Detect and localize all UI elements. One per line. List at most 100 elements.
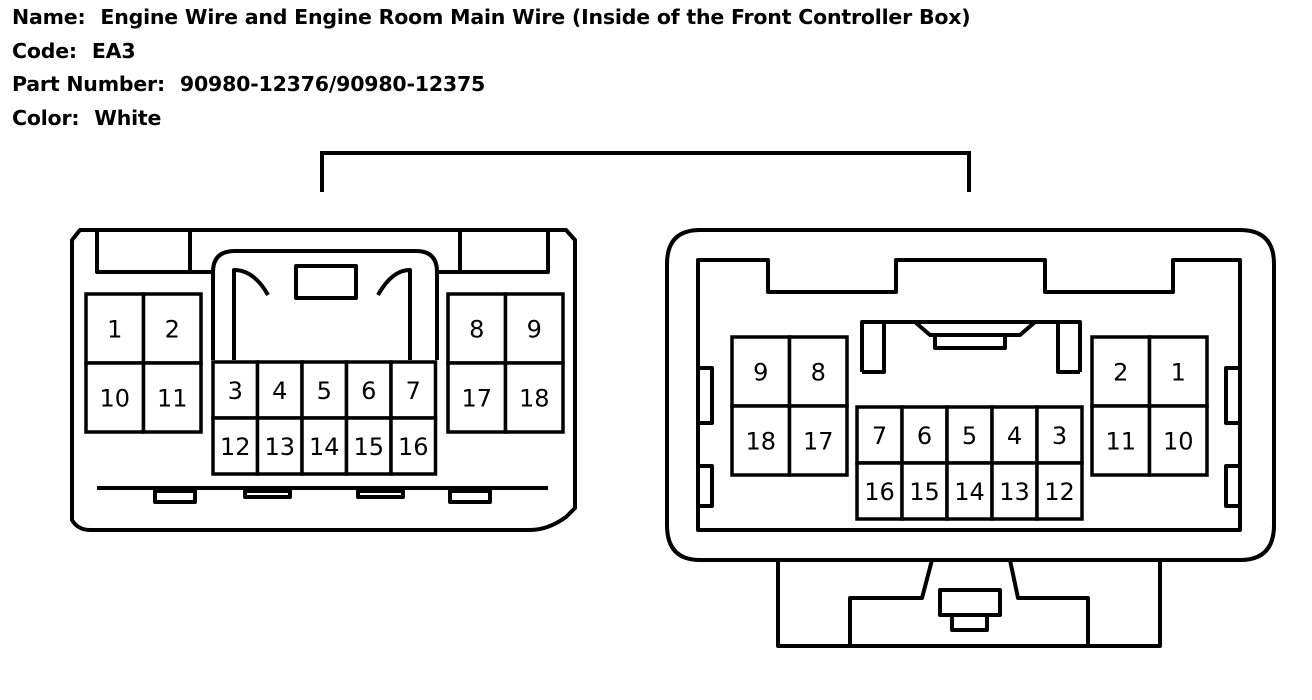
right-lock-right (1008, 559, 1090, 646)
right-pin-number: 17 (803, 428, 834, 456)
left-pin-number: 6 (361, 377, 376, 405)
right-pin-cavity (1035, 461, 1084, 521)
left-pin-number: 13 (264, 433, 295, 461)
left-pin-cavity (503, 361, 565, 434)
right-lock-left (848, 559, 934, 646)
left-pin-number: 8 (469, 316, 484, 344)
left-pin-number: 15 (353, 433, 384, 461)
left-pin-4: 3 (211, 360, 260, 420)
right-pin-cavity (787, 404, 849, 477)
left-pin-5: 4 (255, 360, 304, 420)
right-pin-number: 4 (1007, 422, 1022, 450)
right-pin-3: 17 (787, 404, 849, 477)
right-pin-cavity (1090, 404, 1152, 477)
right-pin-cavity (945, 405, 994, 465)
left-connector (70, 228, 577, 532)
right-connector-inner (696, 258, 1242, 532)
mating-bracket (320, 151, 971, 192)
right-side-clip-right-1 (1224, 366, 1242, 425)
right-pin-2: 18 (730, 404, 792, 477)
right-pin-10: 15 (900, 461, 949, 521)
right-pin-cavity (730, 404, 792, 477)
right-pin-4: 7 (855, 405, 904, 465)
right-key-left (862, 322, 886, 374)
left-pin-8: 7 (389, 360, 438, 420)
right-pin-cavity (855, 461, 904, 521)
left-pin-number: 16 (398, 433, 429, 461)
right-pin-number: 18 (745, 428, 776, 456)
right-side-clip-left-2 (696, 464, 714, 508)
right-pin-number: 5 (962, 422, 977, 450)
right-pin-1: 8 (787, 335, 849, 408)
left-pin-17: 18 (503, 361, 565, 434)
connector-info: Name: Engine Wire and Engine Room Main W… (12, 2, 971, 137)
left-pin-cavity (503, 292, 565, 365)
right-side-clip-left-1 (696, 366, 714, 425)
left-pin-cavity (389, 416, 438, 476)
right-pin-number: 7 (872, 422, 887, 450)
right-key-tab (933, 333, 1007, 350)
left-latch-frame (211, 249, 439, 360)
right-side-clip-right-2 (1224, 464, 1242, 508)
left-pin-number: 1 (107, 316, 122, 344)
right-pin-0: 9 (730, 335, 792, 408)
right-pin-cavity (1035, 405, 1084, 465)
part-number-label: Part Number: (12, 72, 165, 96)
left-pin-number: 5 (317, 377, 332, 405)
right-pin-number: 2 (1113, 359, 1128, 387)
right-pin-number: 13 (999, 478, 1030, 506)
color-value: White (94, 105, 162, 130)
left-pin-number: 7 (406, 377, 421, 405)
right-connector-housing (665, 228, 1276, 562)
color-label: Color: (12, 105, 80, 130)
left-pin-cavity (255, 360, 304, 420)
right-pin-6: 5 (945, 405, 994, 465)
left-pin-cavity (141, 292, 203, 365)
left-pin-number: 18 (519, 385, 550, 413)
left-connector-inner-left (95, 232, 213, 274)
part-number-row: Part Number: 90980-12376/90980-12375 (12, 69, 970, 103)
code-row: Code: EA3 (12, 36, 970, 70)
right-key-right (1056, 322, 1080, 374)
left-pin-15: 9 (503, 292, 565, 365)
right-pin-cavity (1147, 335, 1209, 408)
left-latch-inner-right (376, 268, 412, 360)
code-value: EA3 (91, 38, 136, 63)
right-pin-14: 2 (1090, 335, 1152, 408)
left-pin-0: 1 (84, 292, 146, 365)
name-label: Name: (12, 5, 86, 29)
left-pin-9: 12 (211, 416, 260, 476)
right-pin-cavity (787, 335, 849, 408)
right-pin-17: 10 (1147, 404, 1209, 477)
code-label: Code: (12, 38, 77, 63)
left-foot-2 (243, 489, 292, 499)
right-lock-tab-stem (950, 613, 989, 632)
left-foot-1 (153, 489, 197, 504)
left-latch-inner-left (232, 268, 270, 360)
right-pin-8: 3 (1035, 405, 1084, 465)
left-pin-3: 11 (141, 361, 203, 434)
right-pin-15: 1 (1147, 335, 1209, 408)
right-connector-lock-housing (776, 558, 1162, 648)
left-pin-cavity (389, 360, 438, 420)
right-pin-5: 6 (900, 405, 949, 465)
left-pin-number: 14 (309, 433, 340, 461)
left-pin-13: 16 (389, 416, 438, 476)
part-number-value: 90980-12376/90980-12375 (179, 72, 486, 96)
left-pin-1: 2 (141, 292, 203, 365)
left-pin-12: 15 (344, 416, 393, 476)
right-pin-number: 15 (909, 478, 940, 506)
right-pin-number: 11 (1105, 428, 1136, 456)
left-pin-cavity (446, 292, 508, 365)
left-connector-inner-right (437, 232, 550, 274)
right-pin-number: 14 (954, 478, 985, 506)
left-foot-3 (356, 489, 405, 499)
left-pin-number: 3 (228, 377, 243, 405)
color-row: Color: White (12, 103, 970, 137)
right-pin-7: 4 (990, 405, 1039, 465)
right-pin-number: 8 (811, 359, 826, 387)
right-pin-11: 14 (945, 461, 994, 521)
left-pin-number: 2 (165, 316, 180, 344)
